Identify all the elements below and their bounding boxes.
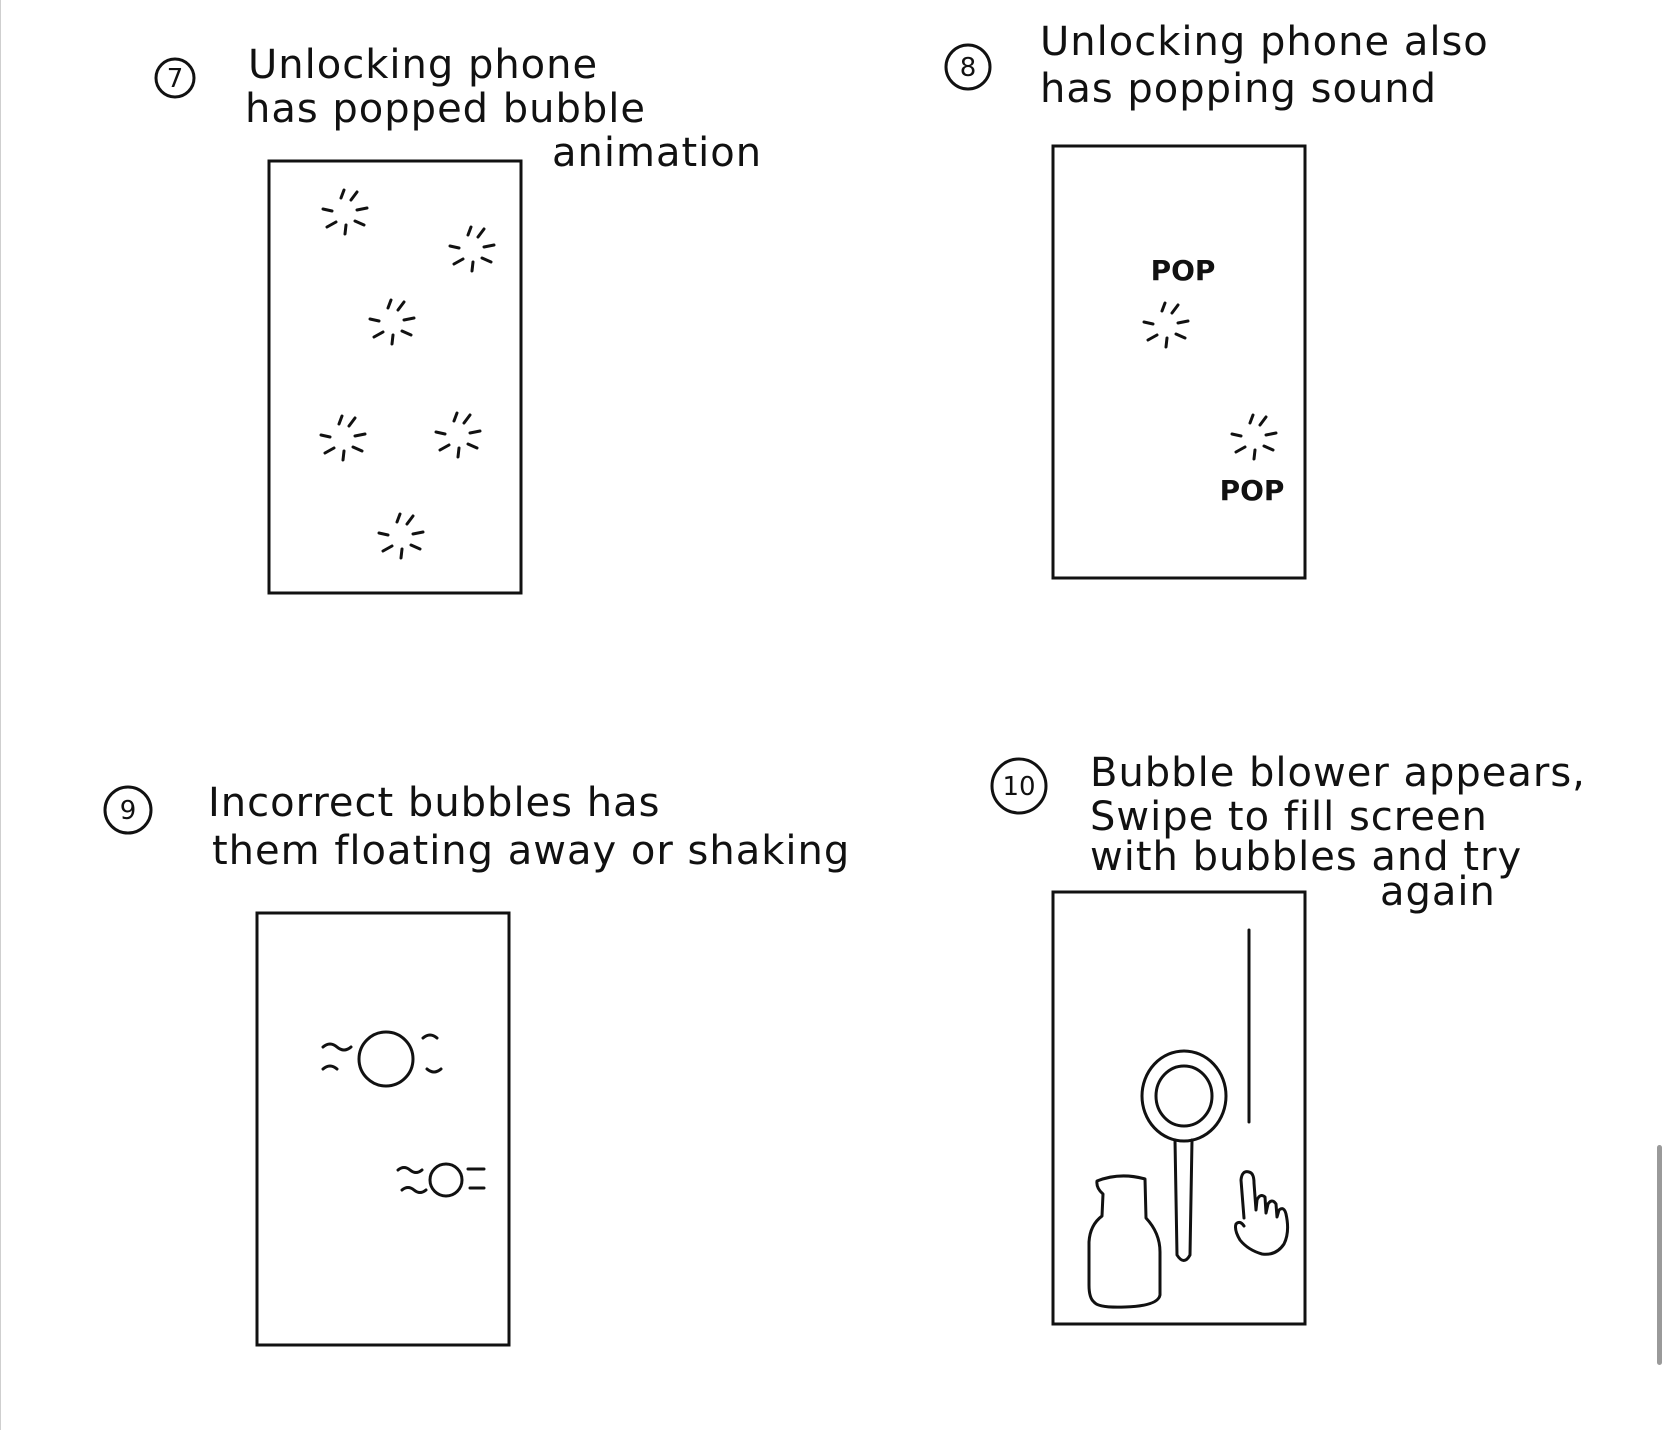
step-10-caption-line-3: with bubbles and try [1090, 834, 1522, 880]
step-9-caption-line-2: them floating away or shaking [212, 828, 850, 874]
step-10-phone-frame [1051, 890, 1307, 1326]
step-10-number-circle [990, 757, 1048, 815]
step-8-panel: 8 Unlocking phone also has popping sound… [944, 19, 1489, 580]
pop-sound-label: POP [1151, 254, 1216, 287]
pop-sound-label: POP [1220, 474, 1285, 507]
shaking-bubble-icon [396, 1162, 486, 1198]
step-8-number: 8 [960, 53, 977, 83]
soap-bottle-icon [1087, 1174, 1162, 1309]
step-8-caption-line-2: has popping sound [1040, 66, 1437, 112]
shaking-bubble-icon [321, 1030, 443, 1088]
step-7-number-circle [154, 57, 196, 99]
step-7-caption-line-2: has popped bubble [245, 86, 646, 132]
step-9-phone-frame [255, 911, 511, 1347]
page-left-edge [0, 0, 1, 1430]
step-7-caption-line-1: Unlocking phone [248, 42, 598, 88]
step-8-number-circle [944, 43, 992, 91]
step-9-panel: 9 Incorrect bubbles has them floating aw… [103, 780, 850, 1347]
step-7-caption-line-3: animation [552, 130, 762, 176]
step-8-caption-line-1: Unlocking phone also [1040, 19, 1489, 65]
step-9-number: 9 [120, 796, 137, 826]
step-10-caption-line-2: Swipe to fill screen [1090, 794, 1488, 840]
step-7-panel: 7 Unlocking phone has popped bubble anim… [154, 42, 762, 595]
step-10-caption-line-1: Bubble blower appears, [1090, 750, 1586, 796]
step-10-panel: 10 Bubble blower appears, Swipe to fill … [990, 750, 1586, 1326]
step-10-number: 10 [1002, 772, 1035, 802]
step-7-number: 7 [167, 64, 184, 94]
pointing-hand-icon [1234, 1170, 1290, 1256]
step-9-number-circle [103, 785, 153, 835]
bubble-wand-icon [1140, 1049, 1228, 1262]
step-9-caption-line-1: Incorrect bubbles has [208, 780, 660, 826]
vertical-scrollbar[interactable] [1657, 1145, 1662, 1365]
step-10-caption-line-4: again [1380, 869, 1496, 915]
step-7-phone-frame [267, 159, 523, 595]
step-8-phone-frame [1051, 144, 1307, 580]
